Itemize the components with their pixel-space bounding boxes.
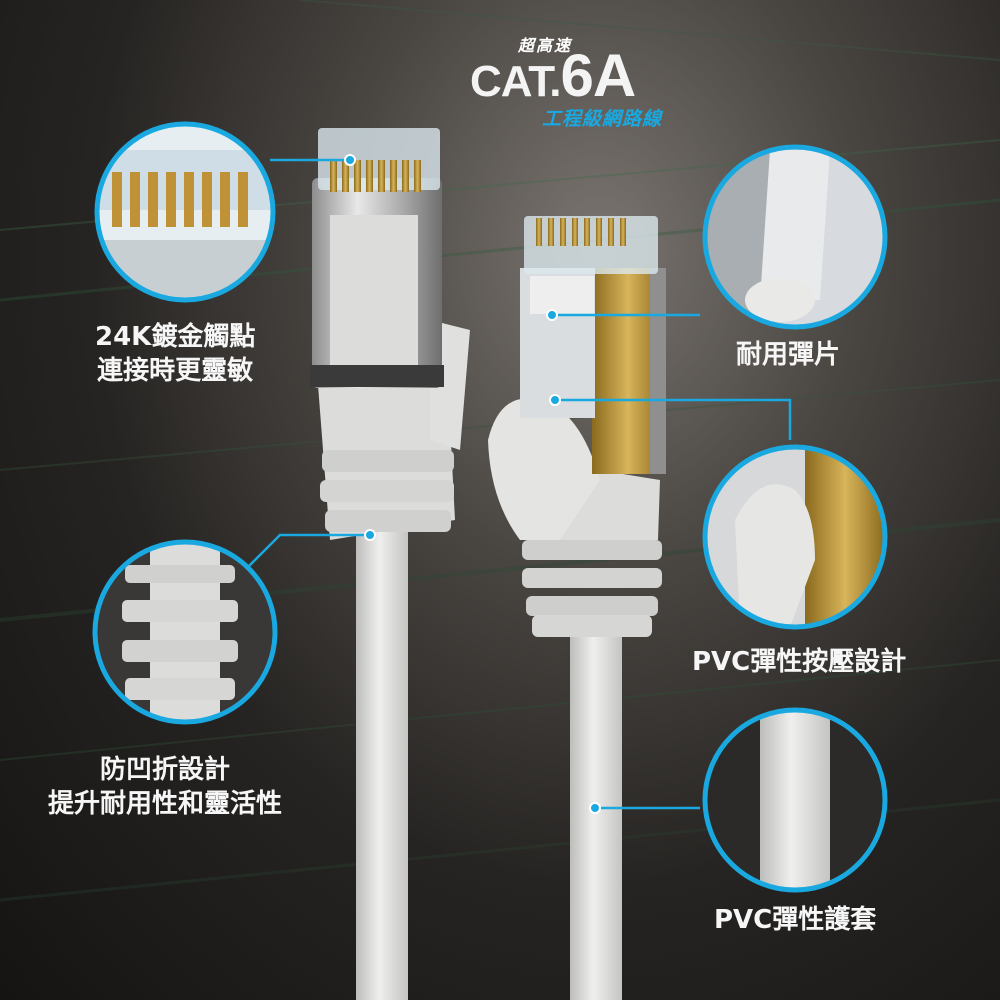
feature-jacket: PVC彈性護套 [714, 903, 876, 937]
title-main: CAT.6A [470, 46, 636, 112]
zoom-circle-boot [92, 539, 278, 725]
title-subtitle: 工程級網路線 [542, 108, 663, 130]
feature-gold-contacts-line1: 24K鍍金觸點 [95, 322, 256, 352]
title-top-text: 超高速 [518, 36, 573, 55]
zoom-circle-jacket [702, 707, 888, 893]
feature-anti-kink-line1: 防凹折設計 [100, 755, 231, 785]
zoom-circle-latch [702, 144, 888, 330]
title-main-prefix: CAT. [470, 57, 562, 106]
right-cable [488, 216, 666, 1000]
feature-anti-kink: 防凹折設計 提升耐用性和靈活性 [48, 753, 282, 821]
callout-lines [244, 158, 792, 810]
feature-jacket-line1: PVC彈性護套 [714, 905, 877, 935]
feature-latch-line1: 耐用彈片 [736, 340, 841, 370]
feature-press-design: PVC彈性按壓設計 [692, 645, 906, 679]
zoom-circle-contacts [94, 121, 276, 303]
callout-dots [344, 154, 601, 814]
feature-latch: 耐用彈片 [736, 338, 840, 372]
feature-anti-kink-line2: 提升耐用性和靈活性 [48, 789, 283, 819]
feature-gold-contacts: 24K鍍金觸點 連接時更靈敏 [95, 320, 255, 388]
feature-gold-contacts-line2: 連接時更靈敏 [97, 356, 254, 386]
title-main-suffix: 6A [560, 42, 637, 109]
feature-press-design-line1: PVC彈性按壓設計 [692, 647, 907, 677]
product-title: 超高速 CAT.6A 工程級網路線 [470, 30, 690, 130]
zoom-circle-press-tab [702, 444, 888, 630]
left-cable [310, 128, 470, 1000]
